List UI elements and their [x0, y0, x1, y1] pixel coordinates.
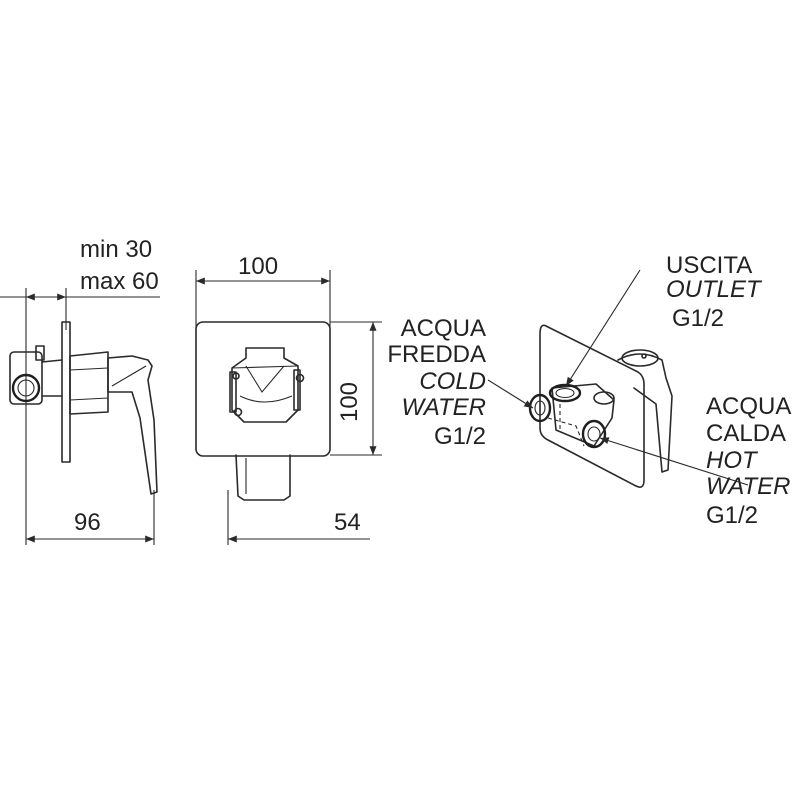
isometric-view: USCITA OUTLET G1/2 ACQUA FREDDA COLD WAT… — [387, 252, 791, 529]
overall-depth-label: 96 — [74, 509, 101, 536]
cold-label-en-2: WATER — [402, 394, 486, 421]
iso-cover-plate — [539, 324, 645, 488]
side-view: min 30 max 60 96 — [0, 236, 160, 545]
side-fitting — [9, 351, 43, 405]
hot-label-it-1: ACQUA — [706, 393, 791, 420]
iso-cold-inlet — [528, 393, 552, 423]
plate-width-label: 100 — [238, 253, 278, 280]
hot-label-en-2: WATER — [706, 473, 790, 500]
iso-hot-inlet — [581, 419, 607, 449]
cold-leader — [487, 379, 534, 409]
side-wall-plate — [61, 321, 71, 463]
iso-lever-cap — [621, 349, 659, 367]
cold-label-it-1: ACQUA — [401, 315, 486, 342]
cold-label-en-1: COLD — [419, 368, 486, 395]
hot-leader — [599, 437, 749, 486]
hot-label-en-1: HOT — [706, 447, 759, 474]
hot-thread: G1/2 — [706, 502, 758, 529]
side-fitting-port — [11, 373, 41, 403]
front-depth-label: 54 — [334, 509, 361, 536]
side-mixer-body — [69, 351, 109, 415]
plate-height-label: 100 — [336, 382, 363, 422]
outlet-label-en: OUTLET — [666, 276, 763, 303]
iso-valve-body — [551, 383, 615, 447]
max-depth-label: max 60 — [80, 268, 159, 295]
cold-label-it-2: FREDDA — [387, 341, 486, 368]
front-cover-plate — [195, 321, 331, 457]
front-view: 100 100 54 — [195, 253, 382, 545]
outlet-label-it: USCITA — [666, 252, 752, 279]
min-depth-label: min 30 — [80, 236, 152, 263]
outlet-thread: G1/2 — [672, 305, 724, 332]
side-lever — [107, 355, 158, 495]
hot-label-it-2: CALDA — [706, 420, 786, 447]
outlet-leader — [565, 269, 641, 387]
front-lever — [235, 454, 291, 501]
cold-thread: G1/2 — [434, 423, 486, 450]
iso-lever — [617, 353, 673, 473]
iso-outlet-port — [548, 383, 582, 403]
